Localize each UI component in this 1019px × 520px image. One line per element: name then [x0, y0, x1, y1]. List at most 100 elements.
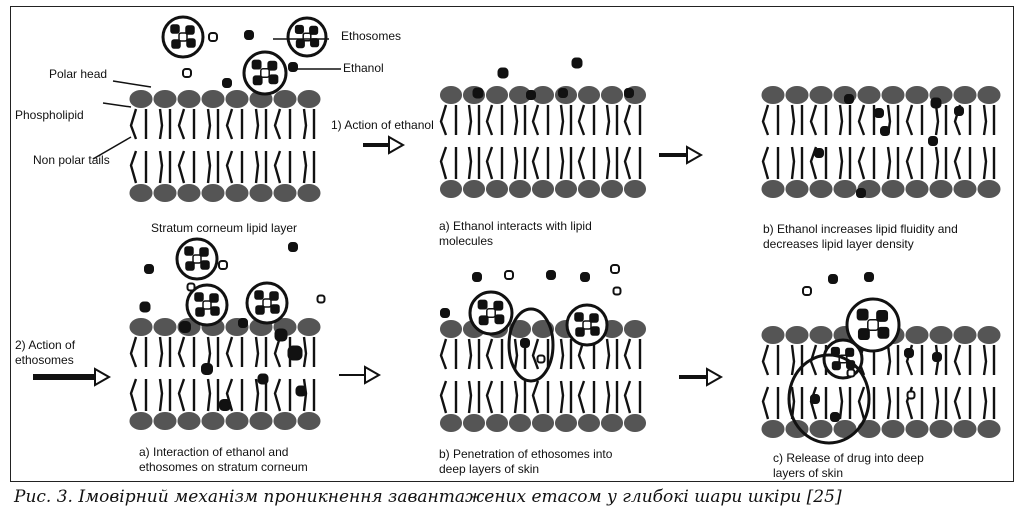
drug-particle — [296, 26, 304, 34]
lipid-head — [440, 320, 462, 338]
ethanol-molecule — [831, 413, 839, 421]
drug-particle — [252, 60, 260, 68]
lipid-head — [905, 326, 928, 344]
label-phospholipid: Phospholipid — [15, 108, 84, 123]
lipid-tail — [441, 105, 446, 135]
lipid-head — [129, 184, 152, 202]
label-non-polar-tails: Non polar tails — [33, 153, 110, 168]
lipid-head — [761, 86, 784, 104]
drug-particle — [494, 301, 502, 309]
label-stratum-corneum: Stratum corneum lipid layer — [151, 221, 297, 236]
lipid-tail — [763, 147, 768, 179]
ethanol-molecule — [297, 387, 306, 396]
lipid-tail — [625, 105, 630, 135]
lipid-tail — [275, 151, 280, 183]
lipid-tail — [840, 147, 842, 179]
label-ethanol-interacts: a) Ethanol interacts with lipid molecule… — [439, 219, 629, 249]
lipid-tail — [160, 379, 162, 411]
lipid-tail — [131, 379, 136, 411]
lipid-tail — [515, 339, 517, 369]
drug-particle — [270, 292, 278, 300]
lipid-tail — [888, 345, 890, 375]
lipid-tail — [533, 147, 538, 179]
ethanol-molecule — [239, 319, 247, 327]
lipid-tail — [763, 105, 768, 135]
drug-particle — [195, 293, 203, 301]
lipid-tail — [304, 337, 306, 367]
lipid-head — [273, 412, 296, 430]
lipid-tail — [955, 387, 960, 419]
lipid-head — [177, 412, 200, 430]
arrow-to-release — [679, 369, 721, 385]
lipid-head — [905, 420, 928, 438]
lipid-tail — [179, 337, 184, 367]
ethanol-molecule — [908, 392, 915, 399]
lipid-head — [177, 90, 200, 108]
lipid-head — [761, 180, 784, 198]
lipid-tail — [888, 387, 890, 419]
figure-caption: Рис. 3. Імовірний механізм проникнення з… — [14, 487, 1014, 507]
drug-particle — [263, 299, 271, 307]
lipid-head — [153, 90, 176, 108]
label-pointer — [113, 81, 151, 87]
ethanol-molecule — [223, 79, 231, 87]
drug-particle — [268, 61, 276, 69]
lipid-head — [578, 414, 600, 432]
lipid-head — [509, 180, 531, 198]
lipid-tail — [625, 381, 630, 413]
lipid-head — [225, 90, 248, 108]
lipid-head — [463, 414, 485, 432]
lipid-tail — [441, 381, 446, 413]
drug-particle — [859, 329, 869, 339]
ethanol-molecule — [848, 370, 855, 377]
ethanol-molecule — [611, 265, 619, 273]
lipid-head — [201, 184, 224, 202]
ethanol-molecule — [929, 137, 937, 145]
drug-particle — [186, 26, 194, 34]
lipid-tail — [984, 105, 986, 135]
lipid-tail — [227, 151, 232, 183]
lipid-head — [509, 414, 531, 432]
lipid-head — [785, 86, 808, 104]
ethosome — [177, 239, 217, 279]
lipid-head — [953, 420, 976, 438]
lipid-tail — [469, 381, 471, 413]
drug-particle — [576, 328, 584, 336]
ethanol-molecule — [845, 95, 853, 103]
ethosome — [244, 52, 286, 94]
lipid-tail — [256, 379, 258, 411]
ethanol-molecule — [259, 375, 268, 384]
lipid-head — [249, 184, 272, 202]
lipid-tail — [256, 151, 258, 183]
lipid-head — [601, 414, 623, 432]
lipid-head — [977, 86, 1000, 104]
lipid-tail — [441, 147, 446, 179]
lipid-head — [532, 414, 554, 432]
arrow-head — [707, 369, 721, 385]
lipid-head — [929, 180, 952, 198]
lipid-tail — [208, 109, 210, 139]
lipid-head — [129, 318, 152, 336]
drug-particle — [171, 25, 179, 33]
ethosome — [470, 292, 512, 334]
lipid-head — [273, 184, 296, 202]
ethanol-molecule — [559, 89, 567, 97]
drug-particle — [193, 255, 201, 263]
lipid-tail — [179, 109, 184, 139]
label-penetration: b) Penetration of ethosomes into deep la… — [439, 447, 639, 477]
arrow-to-fluidity — [659, 147, 701, 163]
lipid-tail — [792, 147, 794, 179]
bilayer-ethosome-interaction — [129, 318, 320, 430]
lipid-tail — [907, 105, 912, 135]
arrow-action-of-ethosomes — [33, 369, 109, 385]
lipid-head — [486, 414, 508, 432]
lipid-tail — [561, 105, 563, 135]
lipid-tail — [160, 109, 162, 139]
drug-particle — [310, 27, 318, 35]
arrow-head — [687, 147, 701, 163]
lipid-tail — [607, 147, 609, 179]
lipid-tail — [179, 151, 184, 183]
drug-particle — [196, 308, 204, 316]
lipid-head — [953, 180, 976, 198]
arrow-action-of-ethanol — [363, 137, 403, 153]
